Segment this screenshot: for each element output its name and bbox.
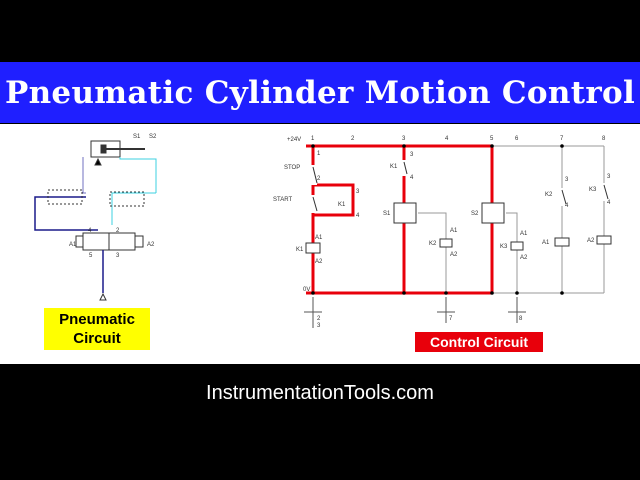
ground-label: 0V bbox=[303, 287, 310, 293]
solenoid-a2-label: A2 bbox=[147, 242, 155, 248]
k1-contact-label: K1 bbox=[338, 202, 346, 208]
solenoid-a1-coil bbox=[554, 237, 570, 247]
solenoid-a1-label: A1 bbox=[69, 242, 77, 248]
sensor-s1-box bbox=[393, 202, 417, 224]
term-2: 2 bbox=[317, 176, 321, 182]
k3-a1: A1 bbox=[520, 231, 528, 237]
relay-k2-coil bbox=[439, 238, 453, 248]
start-button-label: START bbox=[273, 197, 292, 203]
ref-2: 2 bbox=[317, 316, 321, 322]
term-4: 4 bbox=[356, 213, 360, 219]
relay-k3-coil bbox=[510, 241, 524, 251]
supply-label: +24V bbox=[287, 137, 301, 143]
pneumatic-diagram bbox=[34, 140, 157, 301]
control-circuit-label: Control Circuit bbox=[415, 332, 543, 352]
s2-label: S2 bbox=[471, 211, 479, 217]
term-4b: 4 bbox=[410, 175, 414, 181]
sensor-s1-label: S1 bbox=[133, 134, 141, 140]
k3-a2: A2 bbox=[520, 255, 528, 261]
relay-k1-coil bbox=[305, 242, 321, 254]
sol-a2: A2 bbox=[587, 238, 595, 244]
sensor-s2-label: S2 bbox=[149, 134, 157, 140]
term-4d: 4 bbox=[607, 200, 611, 206]
sol-a1: A1 bbox=[542, 240, 550, 246]
port-2-label: 2 bbox=[116, 228, 120, 234]
s1-label: S1 bbox=[383, 211, 391, 217]
k1-a1: A1 bbox=[315, 235, 323, 241]
port-5-label: 5 bbox=[89, 253, 93, 259]
page-title: Pneumatic Cylinder Motion Control bbox=[4, 74, 636, 111]
k2-a2: A2 bbox=[450, 252, 458, 258]
ref-8: 8 bbox=[519, 316, 523, 322]
term-1: 1 bbox=[317, 151, 321, 157]
term-3d: 3 bbox=[607, 174, 611, 180]
column-4: 4 bbox=[445, 136, 449, 142]
k3-coil-label: K3 bbox=[500, 244, 508, 250]
k2-a1: A1 bbox=[450, 228, 458, 234]
ref-3: 3 bbox=[317, 323, 321, 329]
ladder-labels: +24V 0V 1 2 3 4 5 6 7 8 STOP START K1 K1… bbox=[273, 136, 611, 329]
footer-site-name: InstrumentationTools.com bbox=[206, 382, 434, 404]
port-3-label: 3 bbox=[116, 253, 120, 259]
column-5: 5 bbox=[490, 136, 494, 142]
k1-contact2-label: K1 bbox=[390, 164, 398, 170]
k2-coil-label: K2 bbox=[429, 241, 437, 247]
cross-reference-symbols bbox=[304, 297, 526, 328]
column-2: 2 bbox=[351, 136, 355, 142]
column-8: 8 bbox=[602, 136, 606, 142]
pneumatic-label-line1: Pneumatic bbox=[59, 311, 135, 328]
column-3: 3 bbox=[402, 136, 406, 142]
sensor-s2-box bbox=[481, 202, 505, 224]
flow-control-valve-2 bbox=[109, 191, 145, 207]
term-3c: 3 bbox=[565, 177, 569, 183]
column-1: 1 bbox=[311, 136, 315, 142]
k1-a2: A2 bbox=[315, 259, 323, 265]
k3-contact-label: K3 bbox=[589, 187, 597, 193]
column-6: 6 bbox=[515, 136, 519, 142]
term-4c: 4 bbox=[565, 203, 569, 209]
pneumatic-label-line2: Circuit bbox=[73, 330, 121, 347]
solenoid-a2-coil bbox=[596, 235, 612, 245]
column-7: 7 bbox=[560, 136, 564, 142]
term-3b: 3 bbox=[410, 152, 414, 158]
title-banner: Pneumatic Cylinder Motion Control bbox=[0, 62, 640, 123]
ladder-diagram bbox=[305, 144, 612, 295]
term-3: 3 bbox=[356, 189, 360, 195]
k1-coil-label: K1 bbox=[296, 247, 304, 253]
port-4-label: 4 bbox=[88, 228, 92, 234]
stop-button-label: STOP bbox=[284, 165, 300, 171]
flow-control-valve-1 bbox=[47, 189, 83, 205]
ref-7: 7 bbox=[449, 316, 453, 322]
k2-contact-label: K2 bbox=[545, 192, 553, 198]
